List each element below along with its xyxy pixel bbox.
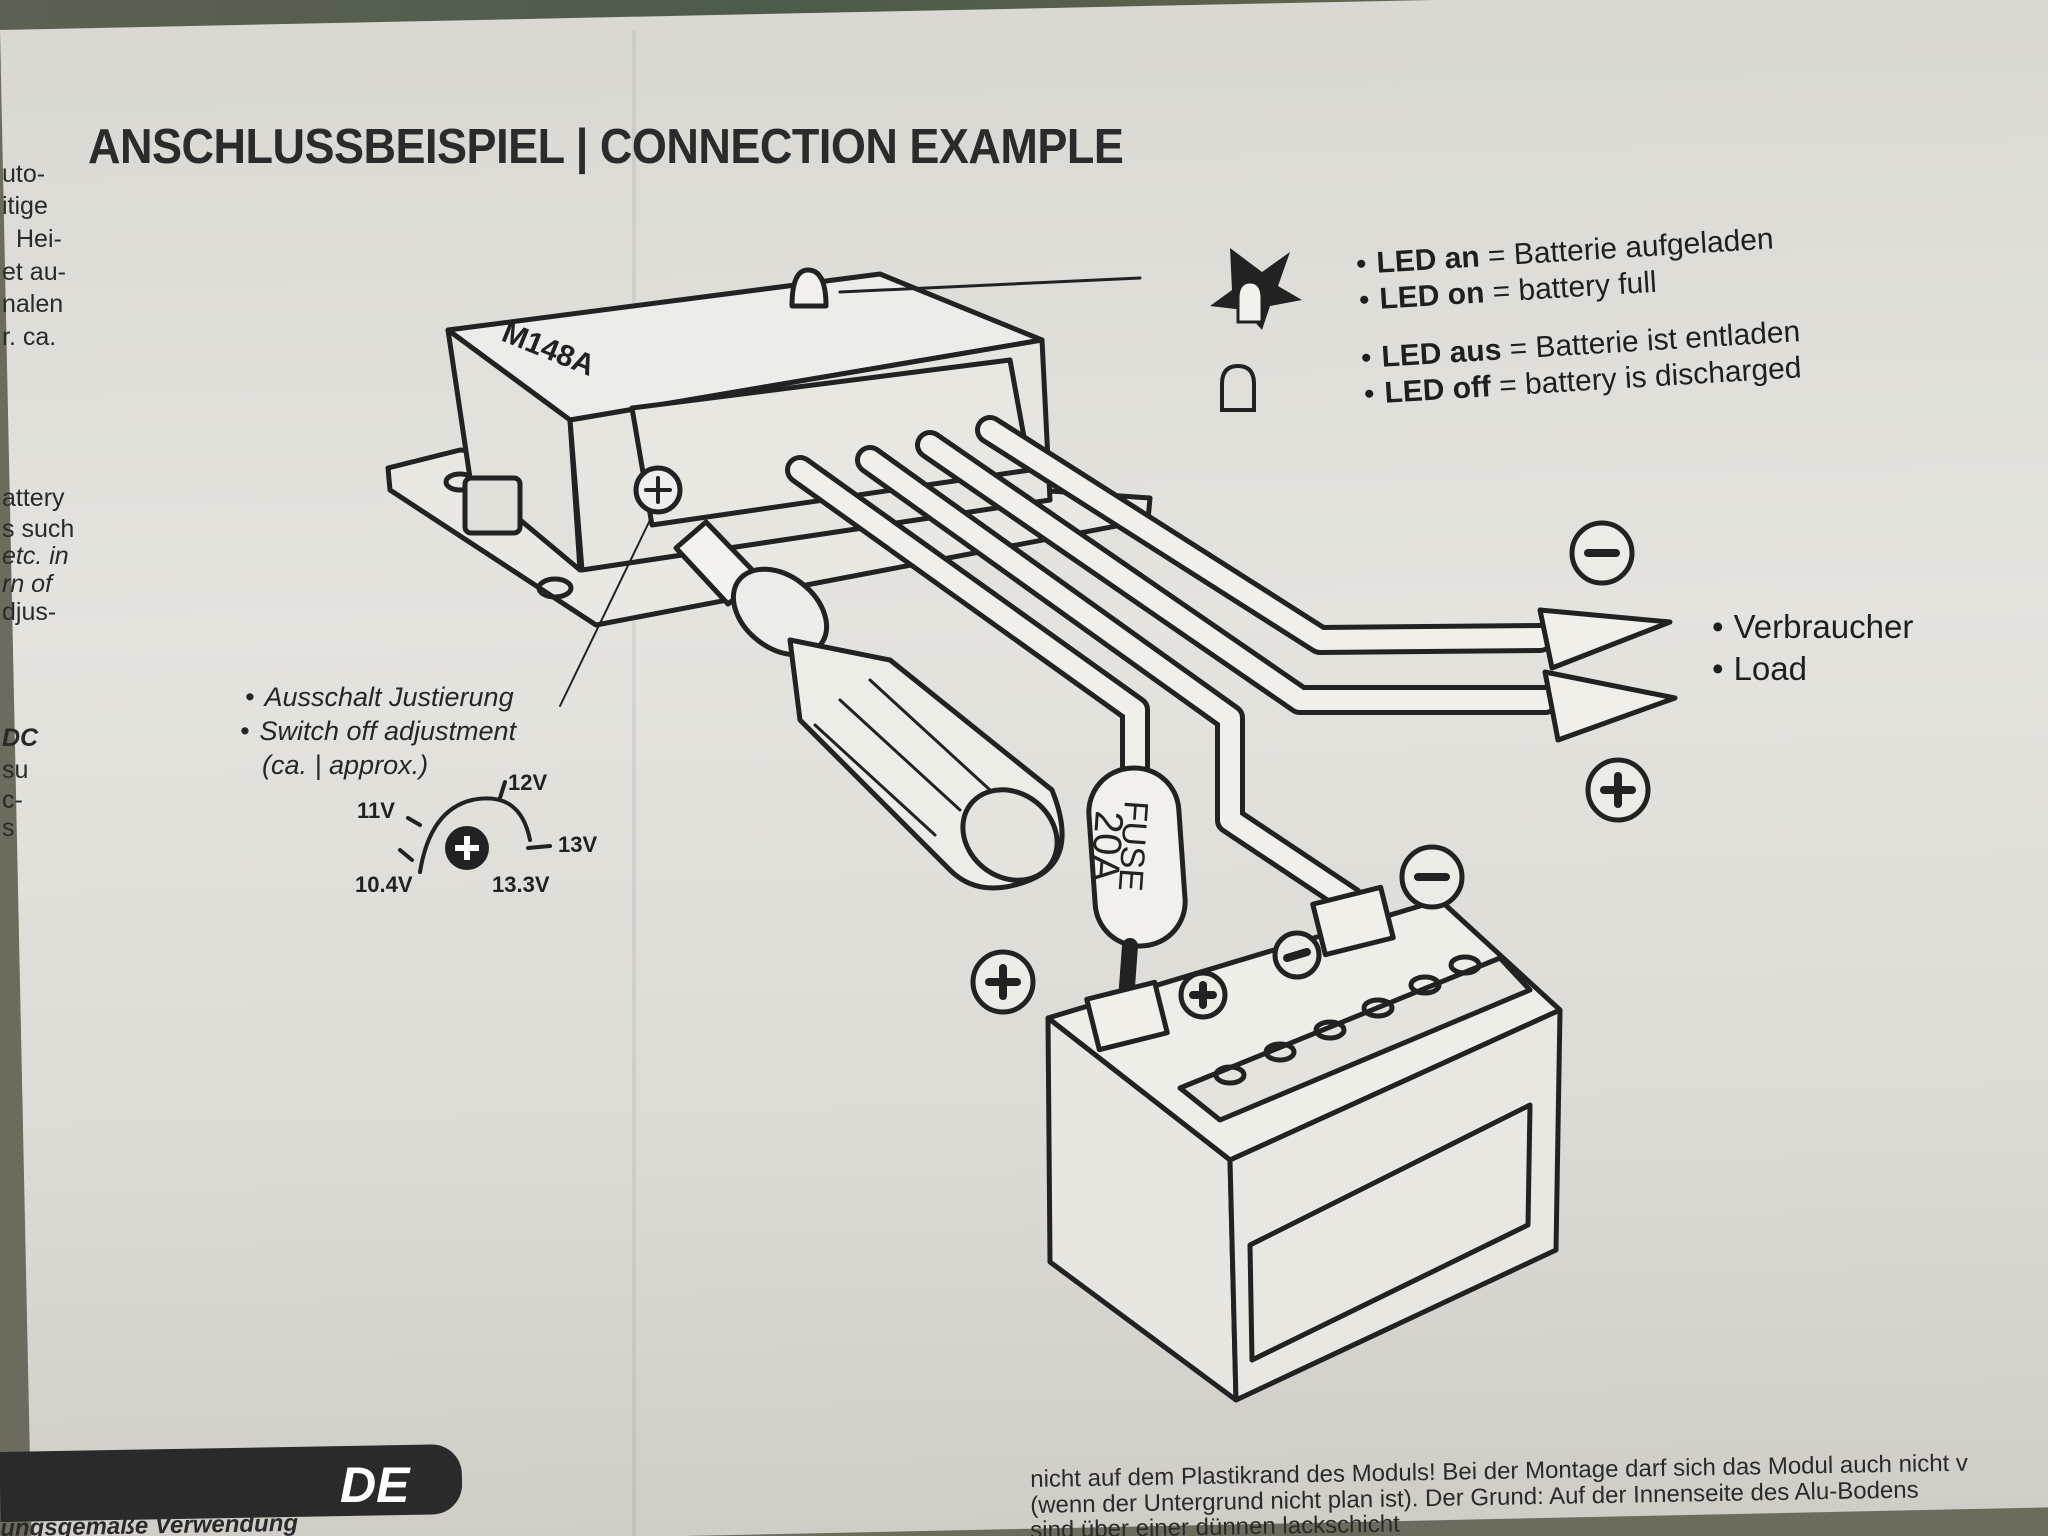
fuse-body [1086,765,1188,949]
load-label-en: •Load [1712,650,1807,687]
margin-text: itige [2,192,48,220]
margin-text: s [2,814,15,842]
battery-plus-terminal [1084,979,1170,1053]
bottom-left-text: ungsgemäße Verwendung [0,1509,299,1536]
adjustment-approx: (ca. | approx.) [262,750,429,780]
paper-fold-line [632,30,636,1536]
dial-tick [498,780,507,800]
plus-icon [455,836,479,860]
battery-cap-strip [1177,955,1533,1123]
adjust-screw-slot [644,476,672,504]
margin-text: c- [2,786,23,814]
margin-text: r. ca. [2,323,57,351]
load-label-de: •Verbraucher [1712,608,1914,645]
battery-side-panel [1247,1102,1533,1363]
dial-arc [418,796,532,874]
margin-text: nalen [2,290,64,318]
adjustment-label-en: •Switch off adjustment [240,716,517,746]
load-arrow-head [1542,669,1678,743]
language-badge-label: DE [340,1457,410,1513]
led-lit-bulb-icon [1236,280,1264,324]
dial-tick [406,816,422,827]
dial-label: 12V [508,770,548,795]
wire-battery-minus-inner [860,450,1360,910]
dial-label: 11V [357,798,395,823]
fuse-label-line2: 20A [1082,809,1131,883]
margin-text: etc. in [2,542,69,570]
margin-text: rn of [2,570,53,598]
battery-vent [1263,1041,1297,1063]
battery-vent [1408,974,1442,996]
fuse-label-line1: FUSE [1111,799,1155,892]
margin-text: DC [2,724,39,752]
margin-text: su [2,756,29,784]
battery-minus-terminal [1310,884,1396,958]
battery-vent [1361,997,1395,1019]
screwdriver-grip-line [813,678,992,837]
mounting-hole [536,576,574,600]
margin-text: Hei- [16,225,62,253]
module-side-slot [462,475,523,536]
margin-text: et au- [2,258,66,286]
battery-side [1227,1007,1563,1403]
wire-load-plus-inner [920,435,1555,710]
margin-text: djus- [2,598,57,626]
wire-load-minus-inner [980,420,1550,650]
margin-text: uto- [2,160,46,188]
adjustment-pointer-line [559,519,651,707]
led-pointer-line [838,276,1142,294]
dial-label: 13V [558,832,598,857]
wire-battery-plus-inner [790,460,1145,800]
margin-text: s such [2,515,75,543]
battery-vent [1313,1019,1347,1041]
battery-vent [1448,954,1482,976]
load-arrow-head [1537,607,1673,671]
led-bulb [789,267,829,309]
adjustment-label-de: •Ausschalt Justierung [245,682,514,712]
dial-tick [398,848,414,862]
dial-label: 10.4V [355,872,413,897]
margin-text: attery [2,484,65,512]
dial-tick [526,844,552,850]
page-title: ANSCHLUSSBEISPIEL | CONNECTION EXAMPLE [88,118,1124,175]
dial-label: 13.3V [492,872,550,897]
battery-vent [1213,1064,1247,1086]
led-unlit-icon [1220,363,1256,412]
screwdriver-end [960,787,1060,883]
